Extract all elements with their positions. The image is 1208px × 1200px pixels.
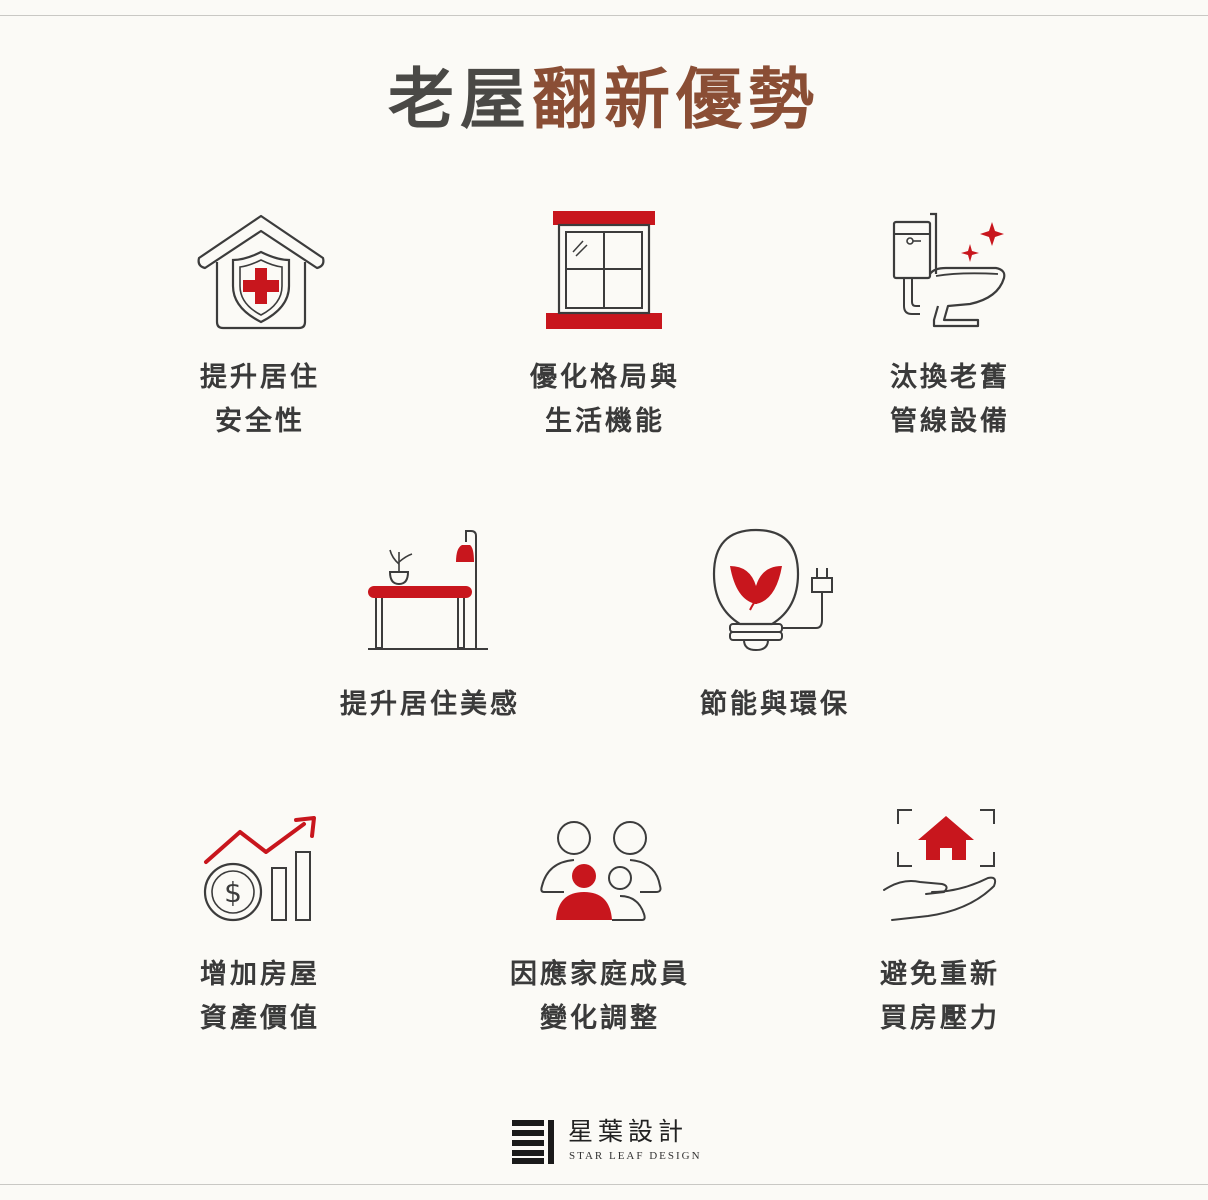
title-part-1: 老屋 bbox=[388, 60, 532, 138]
item-label-no-new-house: 避免重新 買房壓力 bbox=[880, 959, 1000, 1034]
window-icon bbox=[545, 210, 663, 330]
house-shield-cross-icon bbox=[195, 212, 327, 332]
hand-house-icon bbox=[880, 806, 1002, 926]
table-lamp-icon bbox=[366, 528, 490, 652]
item-label-safety: 提升居住 安全性 bbox=[200, 362, 320, 437]
item-label-family: 因應家庭成員 變化調整 bbox=[510, 959, 690, 1034]
logo-subtitle: STAR LEAF DESIGN bbox=[569, 1150, 702, 1162]
item-label-aesthetics: 提升居住美感 bbox=[340, 689, 520, 720]
item-label-eco: 節能與環保 bbox=[700, 689, 850, 720]
svg-text:$: $ bbox=[224, 876, 242, 909]
top-divider bbox=[0, 15, 1208, 16]
value-growth-chart-icon: $ bbox=[200, 816, 324, 926]
item-label-pipes: 汰換老舊 管線設備 bbox=[890, 362, 1010, 437]
eco-bulb-plug-icon bbox=[712, 528, 842, 654]
logo-mark-icon bbox=[512, 1120, 554, 1168]
family-members-icon bbox=[538, 818, 664, 926]
brand-logo: 星葉設計 STAR LEAF DESIGN bbox=[512, 1116, 712, 1168]
page-title: 老屋翻新優勢 bbox=[0, 58, 1208, 140]
clean-toilet-icon bbox=[890, 210, 1010, 330]
item-label-layout: 優化格局與 生活機能 bbox=[530, 362, 680, 437]
item-label-asset-value: 增加房屋 資產價值 bbox=[200, 959, 320, 1034]
bottom-divider bbox=[0, 1184, 1208, 1185]
logo-name: 星葉設計 bbox=[568, 1117, 689, 1146]
title-part-2: 翻新優勢 bbox=[532, 60, 820, 138]
